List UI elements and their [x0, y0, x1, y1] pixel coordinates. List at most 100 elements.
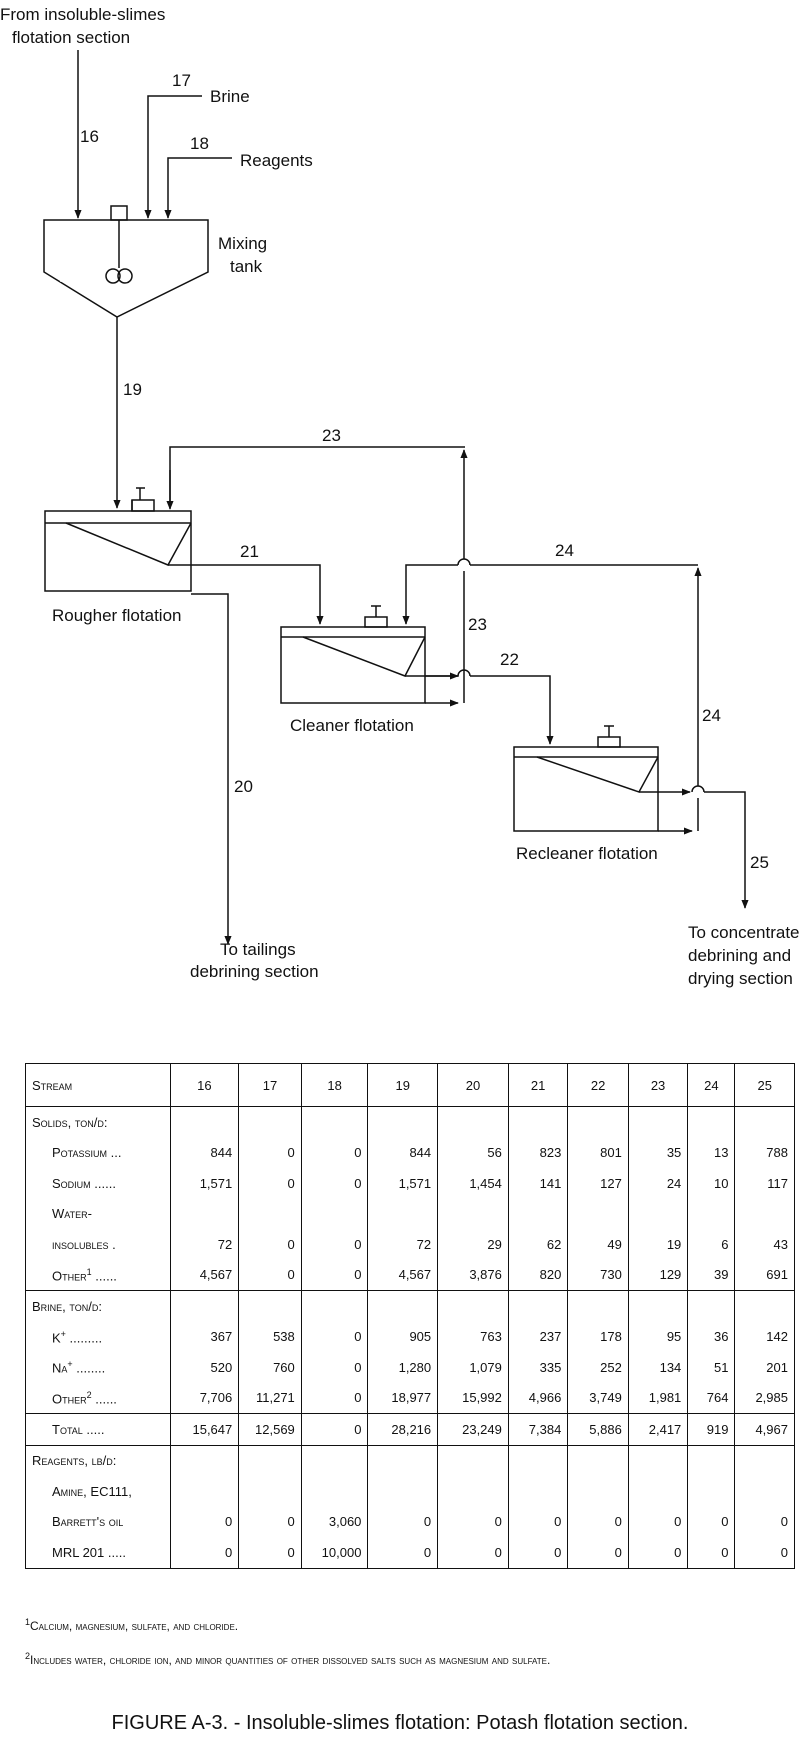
stream-25-label: 25: [750, 853, 769, 872]
table-cell: [300, 1444, 368, 1476]
table-cell: [367, 1106, 438, 1138]
table-cell: 3,060: [300, 1506, 368, 1537]
table-cell: 0: [300, 1382, 368, 1414]
table-cell: 1,981: [627, 1382, 688, 1414]
table-cell: 730: [567, 1259, 629, 1291]
table-cell: 4,567: [169, 1259, 239, 1291]
row-label: Sodium ......: [25, 1168, 171, 1199]
stream-20-label: 20: [234, 777, 253, 796]
table-cell: 691: [734, 1259, 795, 1291]
table-cell: 0: [627, 1537, 688, 1568]
table-cell: 0: [687, 1537, 735, 1568]
table-cell: [567, 1444, 629, 1476]
stream-17-label: 17: [172, 71, 191, 90]
mixing-tank-label-line2: tank: [230, 257, 263, 276]
table-cell: [300, 1198, 368, 1229]
table-cell: 0: [507, 1506, 568, 1537]
table-cell: 0: [238, 1137, 302, 1168]
table-cell: 0: [734, 1537, 795, 1568]
header-20: 20: [437, 1063, 509, 1107]
table-cell: 844: [169, 1137, 239, 1168]
tailings-label-line1: To tailings: [220, 940, 296, 959]
table-cell: 0: [300, 1413, 368, 1445]
table-cell: 252: [567, 1352, 629, 1383]
table-cell: 0: [238, 1537, 302, 1568]
table-cell: 11,271: [238, 1382, 302, 1414]
table-cell: [300, 1290, 368, 1322]
row-label-text: Other: [52, 1267, 87, 1283]
table-cell: 6: [687, 1229, 735, 1260]
header-19: 19: [367, 1063, 438, 1107]
table-cell: [734, 1198, 795, 1229]
table-cell: [238, 1476, 302, 1507]
table-cell: [627, 1444, 688, 1476]
table-cell: 0: [300, 1352, 368, 1383]
table-cell: 0: [507, 1537, 568, 1568]
table-cell: 2,985: [734, 1382, 795, 1414]
table-cell: 788: [734, 1137, 795, 1168]
cleaner-label: Cleaner flotation: [290, 716, 414, 735]
table-cell: 4,967: [734, 1413, 795, 1445]
concentrate-label-line2: debrining and: [688, 946, 791, 965]
table-cell: [687, 1476, 735, 1507]
table-cell: 72: [367, 1229, 438, 1260]
row-label: Other1 ......: [25, 1259, 171, 1291]
table-cell: 95: [627, 1321, 688, 1352]
table-cell: 36: [687, 1321, 735, 1352]
table-cell: 0: [300, 1259, 368, 1291]
header-23: 23: [627, 1063, 688, 1107]
table-cell: 0: [238, 1259, 302, 1291]
table-cell: 1,571: [367, 1168, 438, 1199]
table-cell: 0: [300, 1321, 368, 1352]
table-cell: [169, 1198, 239, 1229]
table-cell: [300, 1476, 368, 1507]
table-cell: 5,886: [567, 1413, 629, 1445]
table-cell: 62: [507, 1229, 568, 1260]
table-cell: 134: [627, 1352, 688, 1383]
row-label: Amine, EC111,: [25, 1476, 171, 1507]
table-cell: 1,079: [437, 1352, 509, 1383]
table-cell: [169, 1444, 239, 1476]
table-cell: 19: [627, 1229, 688, 1260]
table-cell: 1,571: [169, 1168, 239, 1199]
header-24: 24: [687, 1063, 735, 1107]
row-label-text: Amine, EC111,: [52, 1483, 132, 1499]
tailings-label-line2: debrining section: [190, 962, 319, 981]
stream-16-label: 16: [80, 127, 99, 146]
table-cell: 28,216: [367, 1413, 438, 1445]
table-cell: 127: [567, 1168, 629, 1199]
table-cell: [734, 1444, 795, 1476]
table-cell: [238, 1290, 302, 1322]
table-cell: 0: [367, 1537, 438, 1568]
table-cell: 43: [734, 1229, 795, 1260]
table-cell: 0: [567, 1537, 629, 1568]
table-cell: 0: [169, 1537, 239, 1568]
table-cell: 29: [437, 1229, 509, 1260]
table-cell: 367: [169, 1321, 239, 1352]
table-cell: [687, 1444, 735, 1476]
table-cell: 51: [687, 1352, 735, 1383]
table-cell: [238, 1198, 302, 1229]
table-cell: [238, 1444, 302, 1476]
table-cell: 12,569: [238, 1413, 302, 1445]
header-21: 21: [507, 1063, 568, 1107]
row-label-sup: 1: [86, 1266, 92, 1277]
row-label-text: Reagents, lb/d:: [32, 1453, 117, 1469]
mixing-tank-label-line1: Mixing: [218, 234, 267, 253]
table-cell: [437, 1444, 509, 1476]
table-cell: [567, 1106, 629, 1138]
table-cell: [367, 1444, 438, 1476]
row-label-text: Barrett's oil: [52, 1514, 124, 1530]
footnote-2-text: Includes water, chloride ion, and minor …: [30, 1653, 551, 1667]
table-cell: [627, 1198, 688, 1229]
table-cell: 0: [437, 1506, 509, 1537]
table-cell: [734, 1476, 795, 1507]
table-cell: 10: [687, 1168, 735, 1199]
row-label-text: Na: [52, 1360, 68, 1376]
stream-23-label-top: 23: [322, 426, 341, 445]
row-label-tail: .........: [65, 1329, 103, 1345]
table-cell: [238, 1106, 302, 1138]
